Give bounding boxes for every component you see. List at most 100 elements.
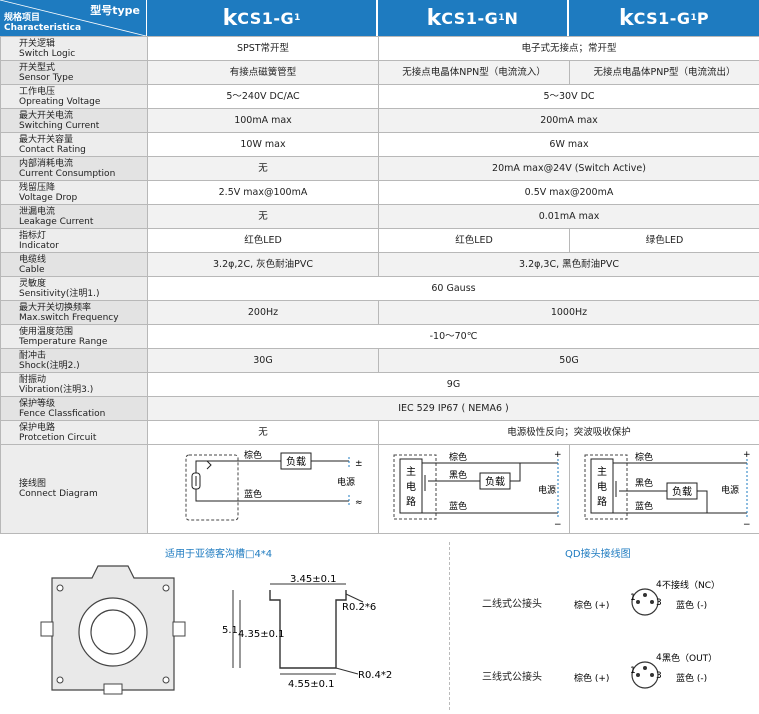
row-label-en: Opreating Voltage [19, 96, 101, 107]
cell-g1: 100mA max [147, 108, 379, 133]
diagram-npn: 主 电 路 负载 棕色 黑色 蓝色 电源 + − [378, 444, 570, 534]
circuit-diagram-pnp: 主 电 路 负载 棕色 黑色 蓝色 电源 + − [584, 450, 751, 530]
diagram-g1: 负载 棕色 蓝色 电源 ± ≈ [147, 444, 379, 534]
side-slot-right [172, 621, 186, 637]
black-label: 黑色 [635, 477, 653, 489]
cell-g1: 有接点磁簧管型 [147, 60, 379, 85]
main-circuit-char: 主 [597, 466, 607, 478]
led-icon [206, 460, 212, 470]
cell-npn: 6W max [377, 132, 759, 157]
row-label-en: Connect Diagram [19, 489, 98, 499]
two-wire-label: 二线式公接头 [482, 599, 542, 610]
bottom-slot [103, 683, 123, 695]
dim-r-top: R0.2*6 [342, 602, 376, 613]
pin-4 [643, 593, 647, 597]
cell-all: 9G [146, 372, 759, 397]
row-label-cn: 灵敏度 [19, 278, 47, 289]
main-circuit-char: 路 [406, 495, 416, 508]
pin-3 [650, 673, 654, 677]
connector-circle [631, 588, 659, 616]
row-label-en: Leakage Current [19, 216, 94, 227]
dim-top: 3.45±0.1 [290, 574, 337, 585]
cell-g1: 无 [147, 204, 379, 229]
row-label-cn: 最大开关电流 [19, 110, 74, 121]
brown-label: 棕色 [449, 451, 467, 463]
diagonal-line [0, 0, 146, 36]
minus-label: ≈ [355, 498, 363, 508]
cell-npn: 3.2φ,3C, 黑色耐油PVC [377, 252, 759, 277]
minus-label: − [554, 520, 562, 530]
brown-label: 棕色 [244, 449, 262, 461]
row-label-en: Switching Current [19, 120, 100, 131]
main-circuit-char: 电 [597, 480, 607, 493]
row-label-en: Contact Rating [19, 144, 86, 155]
cell-npn: 20mA max@24V (Switch Active) [377, 156, 759, 181]
row-label-en: Max.switch Frequency [19, 312, 119, 323]
cell-g1: 2.5V max@100mA [147, 180, 379, 205]
pin-4-number: 4 [656, 580, 662, 590]
model-k: k [618, 5, 634, 31]
pin-3 [650, 600, 654, 604]
power-label: 电源 [337, 476, 355, 488]
wire-brown [195, 460, 239, 473]
slot-dimension-drawing: 3.45±0.1 R0.2*6 5.1 4.35±0.1 4.55±0.1 R0… [222, 574, 392, 690]
sensor-box [584, 454, 627, 520]
leader-bottom [335, 667, 359, 675]
minus-label: − [743, 520, 751, 530]
power-label: 电源 [538, 484, 556, 496]
row-label-en: Switch Logic [19, 48, 76, 59]
row-label-cn: 耐振动 [19, 374, 47, 385]
bore-inner [90, 609, 136, 655]
pin-3-number: 3 [656, 671, 662, 681]
pin-1-label: 棕色 (+) [574, 599, 609, 611]
model-sub: 1 [294, 13, 301, 23]
blue-label: 蓝色 [244, 488, 262, 500]
row-label-cn: 保护等级 [19, 398, 56, 409]
model-suffix: N [504, 8, 519, 28]
pin-3-label: 蓝色 (-) [676, 599, 707, 611]
row-label-en: Cable [19, 264, 45, 275]
load-label: 负载 [286, 455, 306, 468]
cell-g1: 5～240V DC/AC [147, 84, 379, 109]
three-wire-label: 三线式公接头 [482, 672, 542, 683]
slot-outline [269, 590, 347, 669]
row-label-cn: 指标灯 [19, 230, 47, 241]
cell-npn: 红色LED [378, 228, 570, 253]
pin-1-label: 棕色 (+) [574, 672, 609, 684]
model-name: CS1-G [441, 8, 499, 28]
main-circuit-box [590, 458, 613, 514]
wire-blue [195, 489, 239, 502]
row-label-en: Sensor Type [19, 72, 74, 83]
load-label: 负载 [485, 475, 505, 488]
row-label-en: Shock(注明2.) [19, 360, 80, 371]
row-label-cn: 泄漏电流 [19, 206, 56, 217]
pin-3-label: 蓝色 (-) [676, 672, 707, 684]
load-to-minus [696, 490, 707, 513]
cell-npn: 无接点电晶体NPN型（电流流入） [378, 60, 570, 85]
slot-profile-drawing [40, 565, 186, 695]
row-label-en: Protcetion Circuit [19, 432, 97, 443]
cell-g1: 30G [147, 348, 379, 373]
pin-3-number: 3 [656, 598, 662, 608]
blue-label: 蓝色 [449, 500, 467, 512]
